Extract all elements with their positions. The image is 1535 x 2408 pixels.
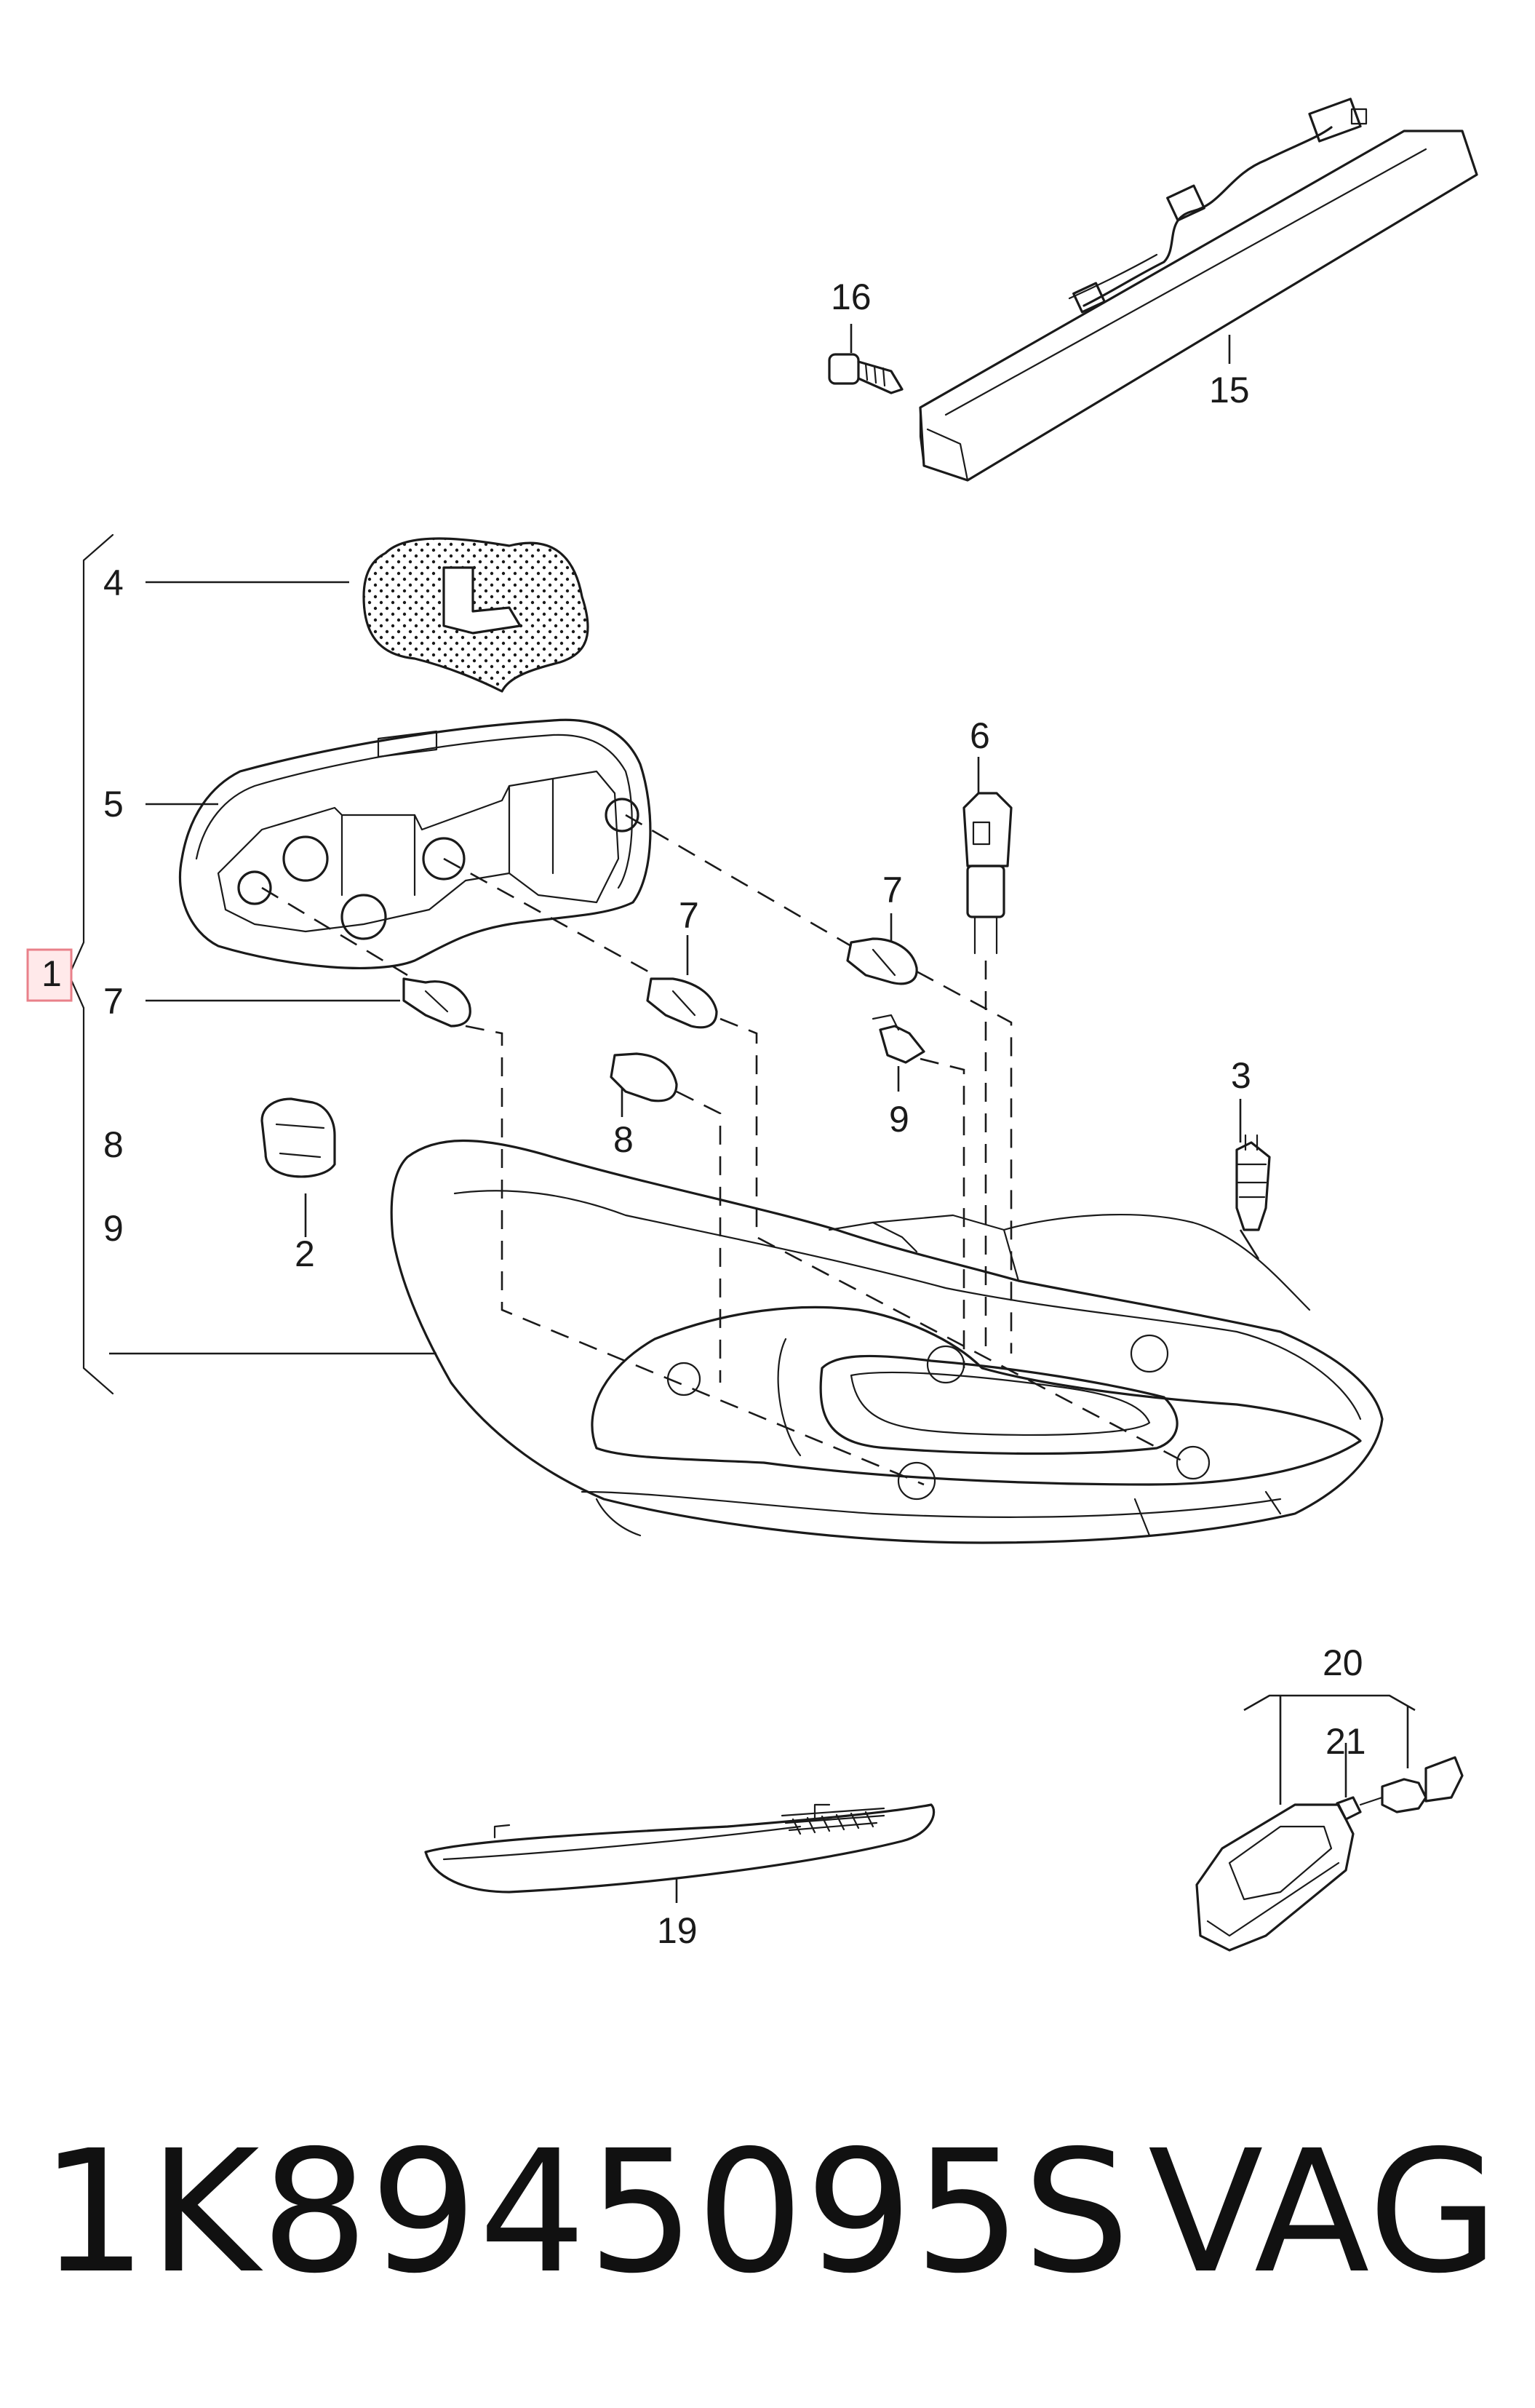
callout-3: 3: [1231, 1055, 1251, 1096]
callout-21: 21: [1325, 1721, 1366, 1762]
callout-labels: 1 4 5 7 8 9 2 6 7 7 8 9 3 16 15 19 20 21: [41, 277, 1366, 1951]
seal-gasket: [362, 537, 589, 693]
screw: [828, 353, 904, 394]
callout-20: 20: [1323, 1642, 1363, 1683]
callout-9-mid: 9: [889, 1099, 909, 1140]
callout-19: 19: [657, 1910, 698, 1951]
high-level-brake-light: [919, 98, 1478, 482]
socket-3: [1235, 1134, 1271, 1231]
bulb-8: [610, 1052, 678, 1102]
callout-2: 2: [295, 1233, 315, 1274]
bulb-7-left: [402, 977, 471, 1028]
callout-15: 15: [1209, 370, 1250, 410]
leader-lines: [109, 324, 1416, 1903]
clip-nut: [260, 1097, 336, 1178]
callout-8-left: 8: [103, 1124, 124, 1165]
callout-7-left: 7: [103, 981, 124, 1022]
assembly-lines: [261, 814, 1187, 1486]
bulb-7-right: [846, 937, 918, 985]
bulb-9: [872, 1014, 925, 1064]
callout-6: 6: [970, 715, 990, 756]
bulb-holder-plate: [178, 718, 652, 970]
brand-name: VAG: [1148, 2114, 1500, 2310]
callout-1-highlight: [26, 948, 73, 1002]
callout-7-mid: 7: [679, 895, 699, 936]
group-bracket: [68, 533, 114, 1395]
connector: [962, 792, 1013, 955]
callout-7-right: 7: [882, 870, 903, 910]
callout-1: 1: [41, 953, 62, 994]
license-plate-light: [1195, 1756, 1464, 1952]
callout-9-left: 9: [103, 1208, 124, 1249]
callout-4: 4: [103, 563, 124, 603]
callout-16: 16: [831, 277, 872, 317]
callout-5: 5: [103, 784, 124, 824]
callout-8-mid: 8: [613, 1119, 634, 1160]
part-number: 1K8945095S: [40, 2114, 1131, 2310]
tail-light-housing: [390, 1140, 1384, 1544]
reflector-strip: [424, 1803, 936, 1894]
bulb-7-mid: [646, 977, 718, 1029]
